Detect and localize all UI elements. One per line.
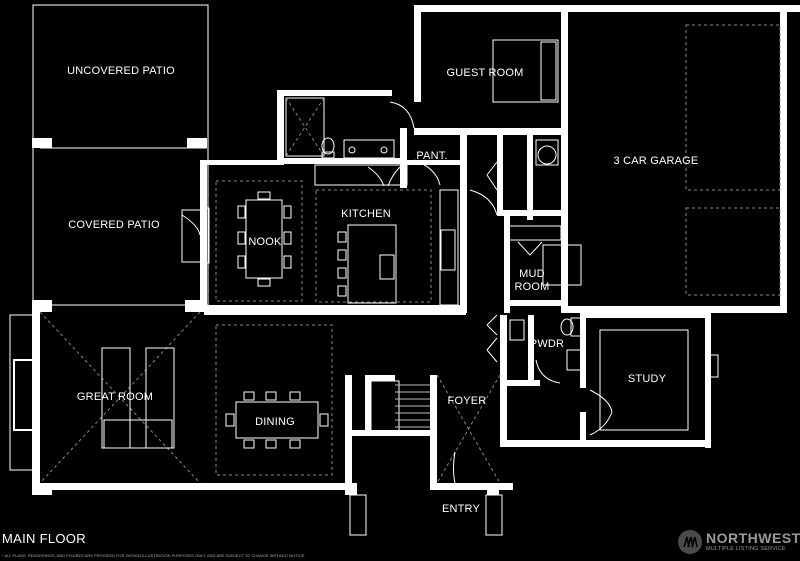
details bbox=[9, 4, 781, 536]
brand-name: NORTHWEST bbox=[706, 530, 800, 546]
room-label-powder: PWDR bbox=[529, 338, 565, 350]
room-label-nook: NOOK bbox=[248, 236, 282, 248]
room-label-dining: DINING bbox=[255, 416, 295, 428]
room-label-garage: 3 CAR GARAGE bbox=[613, 155, 699, 167]
brand-logo: NORTHWEST MULTIPLE LISTING SERVICE bbox=[678, 528, 800, 558]
walls bbox=[32, 5, 800, 495]
room-label-study: STUDY bbox=[627, 373, 667, 385]
room-label-great-room: GREAT ROOM bbox=[76, 391, 154, 403]
room-label-entry: ENTRY bbox=[441, 503, 481, 515]
nwmls-logo-icon bbox=[678, 530, 702, 554]
disclaimer-text: * ALL PLANS, RENDERINGS, AND FIGURES ARE… bbox=[2, 553, 305, 558]
brand-subtitle: MULTIPLE LISTING SERVICE bbox=[706, 546, 786, 552]
room-label-kitchen: KITCHEN bbox=[341, 208, 391, 220]
room-label-covered-patio: COVERED PATIO bbox=[68, 219, 160, 231]
room-label-foyer: FOYER bbox=[447, 395, 487, 407]
floor-title: MAIN FLOOR bbox=[2, 531, 86, 546]
room-label-pantry: PANT. bbox=[416, 150, 448, 162]
room-label-guest-room: GUEST ROOM bbox=[446, 67, 524, 79]
room-label-mud: MUD bbox=[519, 268, 545, 280]
room-label-uncovered-patio: UNCOVERED PATIO bbox=[67, 65, 175, 77]
room-label-mud-room: ROOM bbox=[514, 281, 550, 293]
